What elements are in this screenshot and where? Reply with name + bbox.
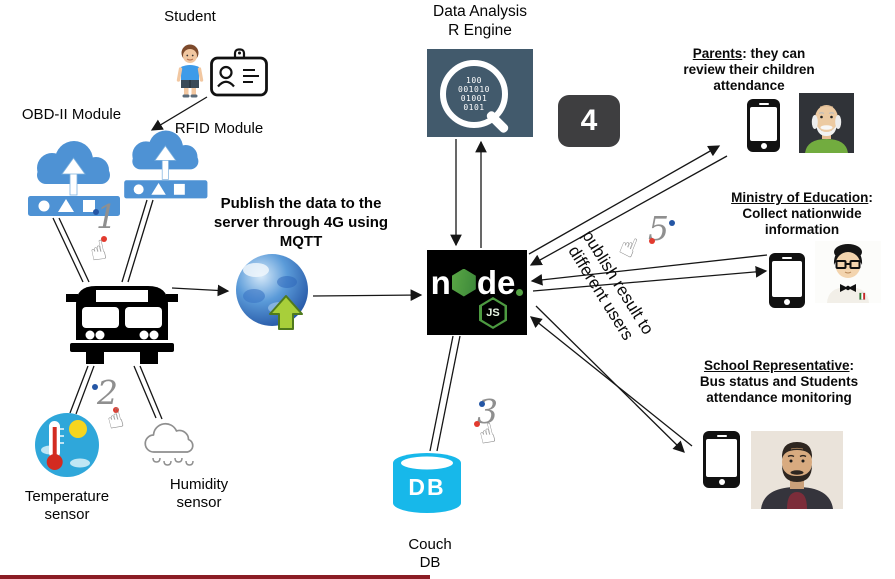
humidity-sensor-icon xyxy=(144,422,194,466)
step-1-gesture: 1 ☝ xyxy=(86,198,136,278)
rfid-module-label: RFID Module xyxy=(174,120,264,137)
ministry-avatar xyxy=(815,241,881,303)
mqtt-caption: Publish the data to the server through 4… xyxy=(213,195,389,250)
student-label: Student xyxy=(164,8,216,25)
bottom-red-strip xyxy=(0,575,430,579)
ministry-description-label: Ministry of Education: Collect nationwid… xyxy=(731,190,873,237)
step-1-number: 1 xyxy=(96,197,117,236)
step-3-gesture: 3 ☝ xyxy=(468,392,523,462)
bus-icon xyxy=(66,286,178,364)
school-representative-avatar xyxy=(751,431,843,509)
id-card-icon xyxy=(210,48,268,97)
couchdb-label: Couch DB xyxy=(408,536,452,571)
couchdb-icon: DB xyxy=(393,453,461,513)
globe-upload-icon xyxy=(236,254,308,330)
r-engine-icon: 100 001010 01001 0101 xyxy=(427,49,533,137)
school-representative-description-label: School Representative: Bus status and St… xyxy=(699,358,859,405)
obd-module-label: OBD-II Module xyxy=(21,106,122,123)
step-4-badge: 4 xyxy=(558,95,620,147)
magnifier-icon: 100 001010 01001 0101 xyxy=(440,60,508,128)
parents-description-label: Parents: they can review their children … xyxy=(683,46,815,93)
parents-phone-icon xyxy=(747,99,780,152)
nodejs-wordmark: n de xyxy=(427,266,527,299)
pointing-hand-icon: ☝ xyxy=(614,230,642,265)
nodejs-js-badge: JS xyxy=(479,297,507,329)
temperature-sensor-label: Temperature sensor xyxy=(24,488,110,523)
step-5-gesture: 5 ☝ xyxy=(612,210,682,280)
nodejs-logo: n de JS xyxy=(427,250,527,335)
step-2-gesture: 2 ☝ xyxy=(90,374,150,449)
r-engine-label: Data Analysis R Engine xyxy=(433,3,527,39)
ministry-phone-icon xyxy=(769,253,805,308)
obd-cloud-upload-icon xyxy=(28,141,120,216)
step-2-number: 2 xyxy=(97,373,118,412)
pointing-hand-icon: ☝ xyxy=(103,402,128,437)
db-icon-text: DB xyxy=(408,474,445,500)
humidity-sensor-label: Humidity sensor xyxy=(169,476,229,511)
temperature-sensor-icon xyxy=(35,413,99,477)
node-dot-icon xyxy=(516,289,524,296)
node-hexagon-icon xyxy=(451,268,476,297)
rfid-cloud-upload-icon xyxy=(124,130,208,199)
parents-avatar xyxy=(799,93,854,153)
student-icon xyxy=(176,44,204,98)
step-5-number: 5 xyxy=(648,209,669,248)
school-phone-icon xyxy=(703,431,740,488)
